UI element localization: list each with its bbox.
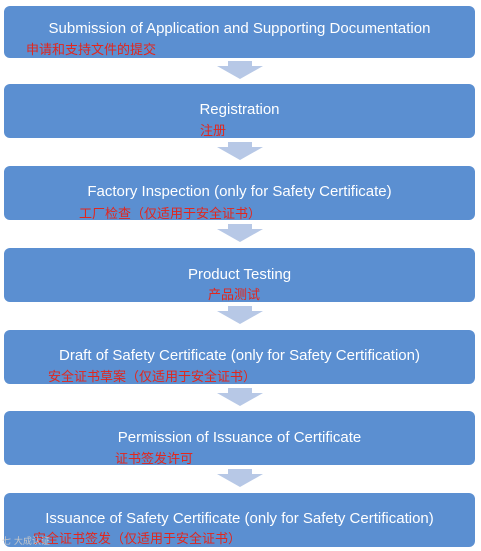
arrow-down-icon bbox=[217, 388, 263, 406]
step-registration-chinese: 注册 bbox=[200, 123, 227, 138]
step-registration-label: Registration bbox=[199, 101, 280, 118]
step-draft-certificate-label: Draft of Safety Certificate (only for Sa… bbox=[59, 347, 420, 364]
step-issuance-certificate-label: Issuance of Safety Certificate (only for… bbox=[45, 510, 434, 527]
step-issuance-certificate: Issuance of Safety Certificate (only for… bbox=[4, 493, 475, 547]
step-submission: Submission of Application and Supporting… bbox=[4, 6, 475, 58]
step-factory-inspection-chinese: 工厂检查（仅适用于安全证书） bbox=[79, 206, 262, 221]
step-permission-issuance: Permission of Issuance of Certificate 证书… bbox=[4, 411, 475, 466]
arrow-down-icon bbox=[217, 61, 263, 79]
step-product-testing-chinese: 产品测试 bbox=[208, 287, 261, 302]
watermark: 七 大成认证 bbox=[2, 537, 50, 547]
arrow-down-icon bbox=[217, 224, 263, 242]
step-submission-chinese: 申请和支持文件的提交 bbox=[26, 42, 157, 57]
arrow-down-icon bbox=[217, 306, 263, 324]
step-permission-issuance-label: Permission of Issuance of Certificate bbox=[117, 429, 362, 446]
step-product-testing-label: Product Testing bbox=[187, 266, 292, 283]
arrow-down-icon bbox=[217, 142, 263, 160]
step-registration: Registration 注册 bbox=[4, 84, 475, 138]
step-draft-certificate: Draft of Safety Certificate (only for Sa… bbox=[4, 330, 475, 384]
step-factory-inspection: Factory Inspection (only for Safety Cert… bbox=[4, 166, 475, 221]
step-permission-issuance-chinese: 证书签发许可 bbox=[115, 451, 194, 466]
step-issuance-certificate-chinese: 安全证书签发（仅适用于安全证书） bbox=[33, 531, 242, 546]
step-draft-certificate-chinese: 安全证书草案（仅适用于安全证书） bbox=[48, 369, 257, 384]
step-submission-label: Submission of Application and Supporting… bbox=[48, 20, 431, 37]
step-factory-inspection-label: Factory Inspection (only for Safety Cert… bbox=[87, 183, 392, 200]
step-product-testing: Product Testing 产品测试 bbox=[4, 248, 475, 302]
arrow-down-icon bbox=[217, 469, 263, 487]
